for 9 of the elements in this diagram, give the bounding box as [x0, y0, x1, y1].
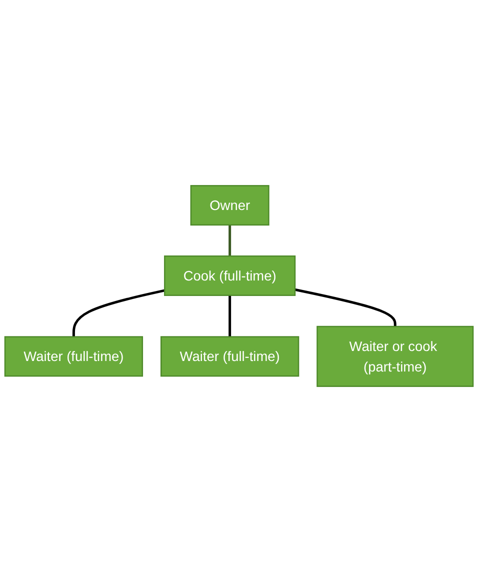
node-box: Owner — [190, 185, 270, 226]
connector — [72, 289, 165, 337]
node-box: Waiter (full-time) — [160, 336, 300, 377]
node-box: Waiter or cook (part-time) — [316, 326, 474, 387]
connector — [228, 295, 232, 337]
connector — [294, 288, 396, 326]
connector — [228, 224, 232, 256]
node-box: Cook (full-time) — [164, 255, 296, 296]
node-box: Waiter (full-time) — [4, 336, 144, 377]
